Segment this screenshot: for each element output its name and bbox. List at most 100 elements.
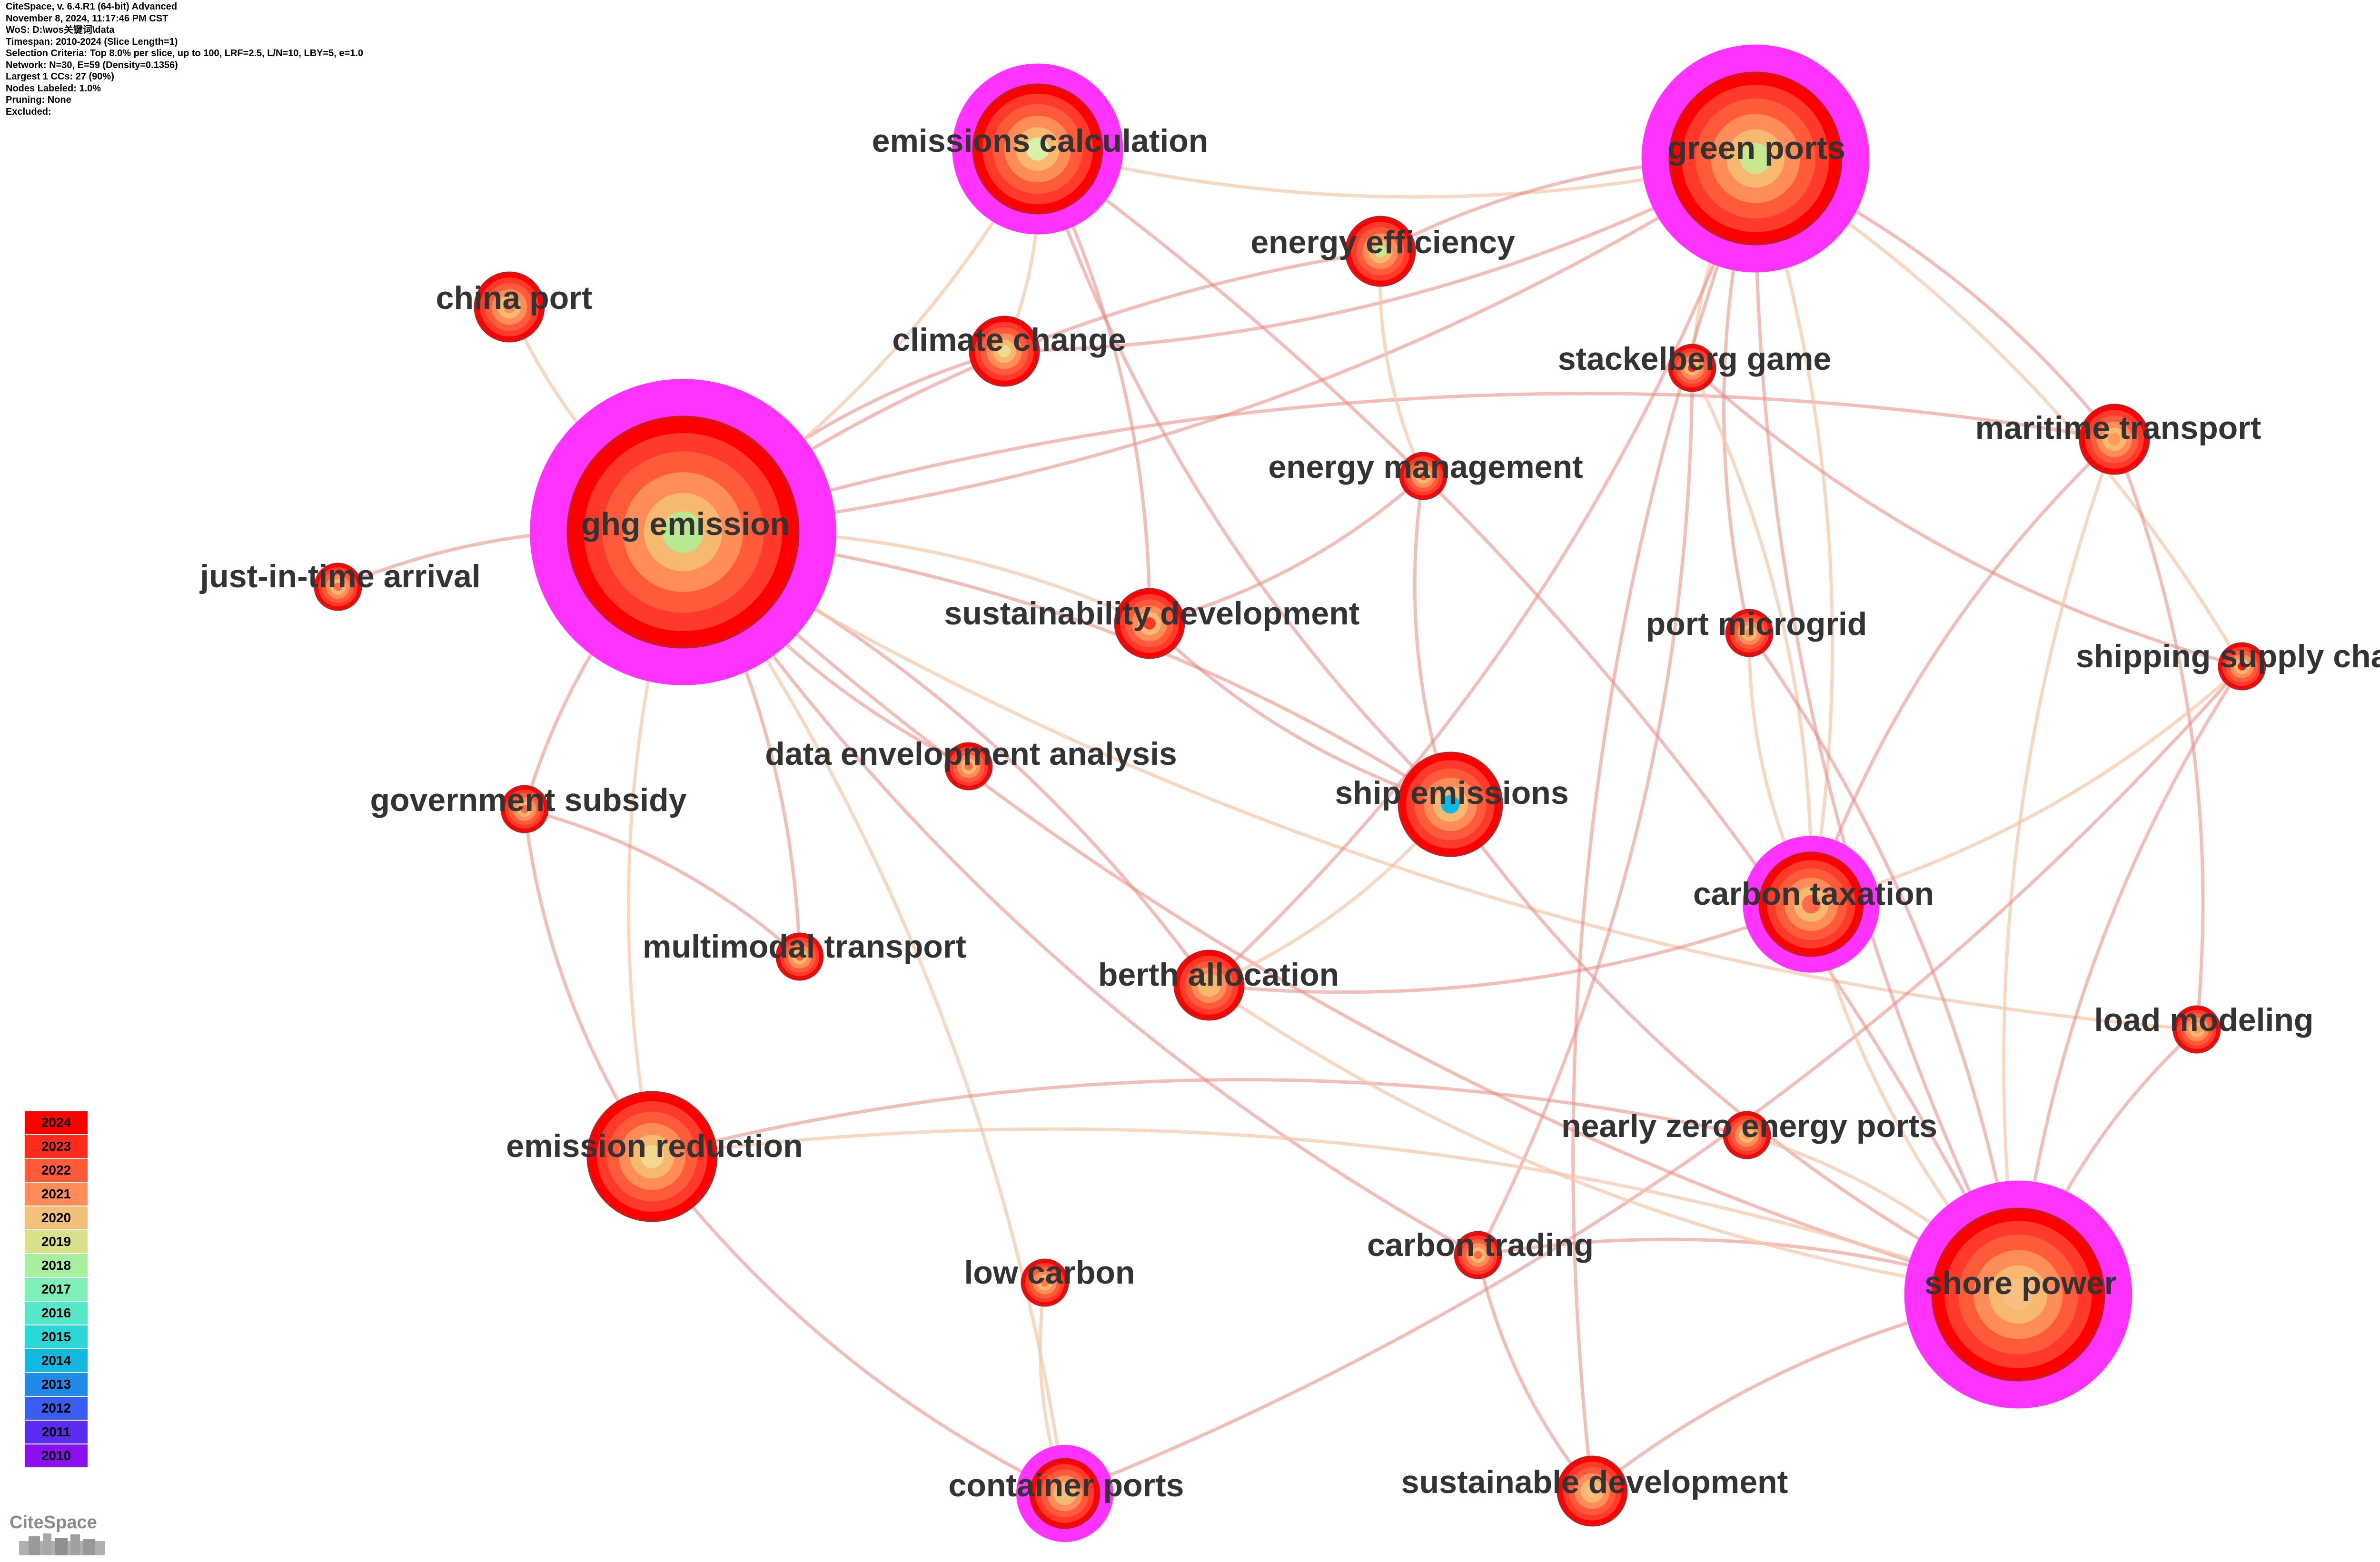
edge-emissions_calc-ship_emissions — [1036, 148, 1452, 806]
node-dea[interactable] — [944, 742, 993, 791]
node-ring — [640, 1145, 664, 1168]
node-ring — [1743, 1131, 1751, 1139]
node-jit[interactable] — [314, 563, 362, 611]
node-ring — [1688, 364, 1696, 372]
legend-year-2015: 2015 — [25, 1325, 88, 1349]
node-ring — [1203, 979, 1215, 991]
node-emission_red[interactable] — [586, 1091, 718, 1222]
info-line: Pruning: None — [6, 95, 71, 105]
node-ring — [1745, 629, 1754, 637]
node-emissions_calc[interactable] — [952, 63, 1123, 235]
edge-green_ports-climate — [1004, 157, 1756, 353]
node-green_ports[interactable] — [1641, 44, 1870, 273]
edge-shipping_sc-container_ports — [1064, 665, 2243, 1495]
info-line: Selection Criteria: Top 8.0% per slice, … — [6, 48, 364, 59]
edge-stackelberg-shipping_sc — [1691, 366, 2242, 668]
node-label-load_model: load modeling — [2094, 1002, 2314, 1038]
legend-year-2013: 2013 — [25, 1373, 88, 1397]
node-label-carbon_trading: carbon trading — [1367, 1227, 1594, 1263]
node-ring — [1474, 1251, 1482, 1259]
node-nzep[interactable] — [1723, 1111, 1771, 1159]
node-energy_eff[interactable] — [1345, 216, 1416, 287]
edge-emission_red-shore_power — [652, 1127, 2019, 1296]
legend-year-2021: 2021 — [25, 1183, 88, 1206]
legend-year-2022: 2022 — [25, 1159, 88, 1183]
node-label-gov_subsidy: government subsidy — [370, 782, 686, 818]
node-low_carbon[interactable] — [1021, 1258, 1069, 1307]
edge-emission_red-nzep — [652, 1078, 1747, 1158]
node-ring — [795, 952, 804, 961]
edge-emission_red-container_ports — [651, 1155, 1066, 1495]
node-label-nzep: nearly zero energy ports — [1561, 1108, 1937, 1144]
legend-year-2023: 2023 — [25, 1135, 88, 1159]
node-gov_subsidy[interactable] — [500, 785, 549, 833]
node-port_microgrid[interactable] — [1725, 609, 1774, 657]
edge-shipping_sc-carbon_tax — [1811, 665, 2243, 906]
node-energy_mgmt[interactable] — [1399, 452, 1448, 500]
edge-berth-shore_power — [1208, 984, 2019, 1296]
node-climate[interactable] — [969, 316, 1040, 387]
node-carbon_tax[interactable] — [1743, 836, 1880, 973]
node-ring — [1374, 245, 1387, 257]
node-label-jit: just-in-time arrival — [199, 558, 481, 594]
legend-year-2024: 2024 — [25, 1111, 88, 1135]
node-ring — [1419, 472, 1428, 480]
node-sustainability[interactable] — [1114, 588, 1185, 659]
info-line: Nodes Labeled: 1.0% — [6, 83, 101, 94]
edge-gov_subsidy-multimodal — [524, 807, 801, 958]
node-shipping_sc[interactable] — [2218, 642, 2266, 691]
node-ring — [2003, 1279, 2034, 1310]
node-berth[interactable] — [1173, 949, 1245, 1021]
node-ring — [1026, 137, 1050, 161]
node-sustainable_dev[interactable] — [1557, 1455, 1628, 1527]
edge-ghg-green_ports — [683, 157, 1756, 534]
node-label-dea: data envelopment analysis — [765, 736, 1177, 772]
node-stackelberg[interactable] — [1668, 344, 1716, 392]
node-label-sustainable_dev: sustainable development — [1401, 1464, 1788, 1500]
node-ring — [1802, 895, 1821, 914]
edge-maritime-carbon_tax — [1809, 438, 2116, 905]
logo-text: CiteSpace — [10, 1513, 97, 1532]
info-line: Largest 1 CCs: 27 (90%) — [6, 71, 114, 82]
node-label-carbon_tax: carbon taxation — [1693, 876, 1934, 912]
edge-energy_mgmt-sustainability — [1149, 475, 1425, 625]
node-ring — [964, 762, 973, 771]
legend-year-2020: 2020 — [25, 1206, 88, 1230]
node-ring — [1041, 1278, 1049, 1287]
edge-maritime-shore_power — [2002, 438, 2116, 1295]
node-ring — [1059, 1487, 1071, 1500]
node-label-shore_power: shore power — [1924, 1265, 2117, 1301]
edge-green_ports-berth — [1208, 158, 1757, 987]
legend-year-2017: 2017 — [25, 1278, 88, 1302]
node-ghg[interactable] — [530, 379, 836, 685]
node-layer — [314, 44, 2266, 1542]
edge-ship_emissions-shore_power — [1449, 803, 2019, 1296]
node-multimodal[interactable] — [775, 932, 824, 981]
node-ship_emissions[interactable] — [1398, 751, 1503, 857]
node-container_ports[interactable] — [1016, 1445, 1113, 1542]
node-load_model[interactable] — [2172, 1005, 2221, 1054]
node-ring — [2192, 1025, 2201, 1034]
legend-year-2012: 2012 — [25, 1397, 88, 1421]
node-maritime[interactable] — [2079, 404, 2150, 475]
edge-ghg-load_model — [682, 531, 2197, 1031]
node-carbon_trading[interactable] — [1454, 1231, 1502, 1279]
logo-skyline-icon — [19, 1533, 105, 1555]
node-label-green_ports: green ports — [1667, 130, 1845, 166]
edge-green_ports-carbon_tax — [1754, 158, 1835, 905]
node-label-sustainability: sustainability development — [944, 595, 1360, 632]
node-ring — [2108, 433, 2121, 445]
node-china_port[interactable] — [474, 271, 545, 343]
legend-year-2011: 2011 — [25, 1421, 88, 1444]
node-ring — [662, 511, 704, 553]
edge-ghg-shore_power — [682, 531, 2019, 1296]
edge-stackelberg-carbon_tax — [1690, 367, 1813, 905]
edge-layer — [337, 147, 2244, 1495]
node-label-maritime: maritime transport — [1975, 410, 2261, 446]
node-label-low_carbon: low carbon — [964, 1255, 1135, 1291]
node-shore_power[interactable] — [1904, 1180, 2132, 1409]
info-line: CiteSpace, v. 6.4.R1 (64-bit) Advanced — [6, 1, 178, 12]
legend-year-2014: 2014 — [25, 1349, 88, 1373]
